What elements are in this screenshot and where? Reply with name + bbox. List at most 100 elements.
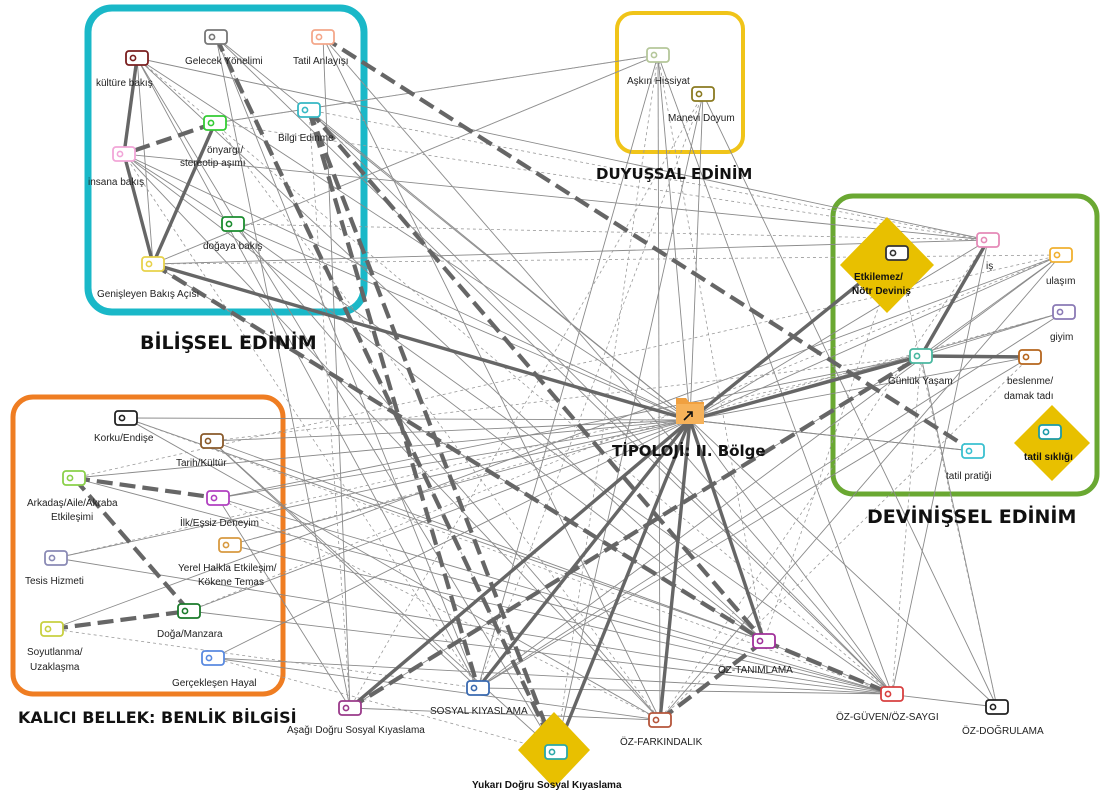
edge-thick-dashed: [214, 36, 558, 753]
edge-thick-dashed: [658, 639, 766, 722]
edge-thick: [689, 354, 922, 422]
edge-thin: [555, 93, 704, 753]
edge-thin: [322, 36, 661, 721]
edge-thin: [308, 109, 691, 421]
group-frame-duyussal: [615, 11, 745, 154]
code-tag-icon-korku: [114, 410, 138, 426]
edge-thick-dashed: [763, 639, 893, 696]
edge-thin: [477, 356, 1031, 689]
edge-thick: [122, 153, 155, 265]
edge-thick-dashed: [321, 35, 975, 453]
label-etkilemez-2: Nötr Deviniş: [852, 286, 911, 297]
edge-thick: [658, 419, 692, 721]
label-ilk-essiz: İlk/Eşsiz Deneyim: [180, 516, 259, 529]
group-title-bilissel: BİLİŞSEL EDİNİM: [140, 330, 317, 354]
code-icons-layer: [40, 29, 1076, 760]
label-dogaya-bakis: doğaya bakış: [203, 241, 263, 252]
edge-thin: [477, 687, 893, 695]
edge-thin-dashed: [136, 57, 893, 695]
edge-thin-dashed: [152, 54, 659, 265]
edge-thin-dashed: [659, 356, 1031, 721]
label-manevi-doyum: Manevi Doyum: [668, 113, 735, 124]
edge-thin: [136, 57, 989, 241]
edge-thin: [217, 497, 893, 695]
edge-thin: [308, 109, 893, 695]
label-oz-tanimlama: ÖZ-TANIMLAMA: [718, 664, 793, 676]
edge-thin-dashed: [55, 355, 922, 559]
edge-thin: [211, 440, 557, 753]
edge-thin: [136, 57, 479, 689]
edge-thick: [554, 419, 692, 753]
edge-thin-dashed: [477, 93, 704, 689]
edge-thick: [151, 122, 217, 265]
diamond-tatil-sikligi: [1014, 405, 1090, 481]
group-frame-devinissel: [830, 193, 1100, 497]
label-yerel-2: Kökene Temas: [198, 577, 264, 588]
edge-thin: [920, 311, 1065, 357]
code-tag-icon-genisleyen: [141, 256, 165, 272]
code-tag-icon-insana-bakis: [112, 146, 136, 162]
label-onyargi-1: önyargı/: [207, 145, 243, 156]
code-tag-icon-gelecek-yonelimi: [204, 29, 228, 45]
edge-thin-dashed: [659, 239, 989, 721]
edge-thick: [919, 239, 990, 357]
label-soyut-1: Soyutlanma/: [27, 647, 83, 658]
edge-thin: [229, 419, 691, 546]
edge-thick: [688, 419, 766, 642]
edge-thin-dashed: [123, 153, 479, 689]
label-sosyal-kiyaslama: SOSYAL KIYASLAMA: [430, 706, 528, 717]
edge-thin: [891, 239, 989, 695]
code-tag-icon-soyut: [40, 621, 64, 637]
code-tag-icon-is: [976, 232, 1000, 248]
label-tatil-anlayisi: Tatil Anlayışı: [293, 56, 349, 67]
edge-thick-dashed: [72, 476, 191, 613]
label-oz-guven: ÖZ-GÜVEN/ÖZ-SAYGI: [836, 711, 939, 723]
edge-thin: [217, 355, 922, 499]
edge-thin: [217, 497, 351, 709]
label-etkilemez-1: Etkilemez/: [854, 272, 903, 283]
folder-icon: [676, 398, 704, 424]
label-yerel-1: Yerel Halkla Etkileşim/: [178, 563, 277, 574]
edge-thin: [689, 419, 974, 452]
edge-thick-dashed: [348, 354, 923, 710]
code-tag-icon-tarih: [200, 433, 224, 449]
edge-thin: [689, 419, 893, 695]
edge-thin: [123, 153, 765, 642]
edge-thin: [212, 657, 661, 721]
label-kulture-bakis: kültüre bakış: [96, 78, 153, 89]
group-title-duyussal: DUYUŞSAL EDİNİM: [596, 164, 752, 183]
label-gunluk-yasam: Günlük Yaşam: [888, 376, 953, 387]
edge-thin: [211, 419, 691, 442]
edge-thin-dashed: [214, 122, 661, 721]
code-tag-icon-kulture-bakis: [125, 50, 149, 66]
center-label: TİPOLOJİ: II. Bölge: [612, 441, 766, 460]
label-arkadas-2: Etkileşimi: [51, 512, 93, 523]
label-insana-bakis: insana bakış: [88, 177, 144, 188]
edge-thin: [212, 657, 893, 695]
group-title-kalici: KALICI BELLEK: BENLİK BİLGİSİ: [18, 708, 297, 727]
label-beslenme-2: damak tadı: [1004, 391, 1053, 402]
edge-thin: [920, 254, 1062, 357]
edge-thin: [123, 153, 691, 421]
label-doga-manzara: Doğa/Manzara: [157, 629, 223, 640]
edge-thin-dashed: [188, 254, 1062, 612]
edge-thin: [689, 356, 1031, 421]
edge-thin: [125, 417, 765, 642]
label-bilgi-edinme: Bilgi Edinme: [278, 133, 334, 144]
edge-thin: [136, 57, 154, 265]
label-tarih: Tarih/Kültür: [176, 458, 227, 469]
code-tag-icon-tatil-anlayisi: [311, 29, 335, 45]
diamond-etkilemez: [840, 217, 934, 313]
edge-thin: [689, 239, 989, 421]
edge-thin: [689, 93, 704, 421]
edge-thick: [152, 262, 691, 422]
edge-thin-dashed: [657, 54, 765, 642]
edge-thick: [348, 418, 692, 710]
label-oz-farkindalik: ÖZ-FARKINDALIK: [620, 736, 703, 748]
edge-thin: [55, 419, 691, 559]
label-beslenme-1: beslenme/: [1007, 376, 1053, 387]
edge-thin: [215, 36, 479, 689]
code-tag-icon-onyargi: [203, 115, 227, 131]
label-onyargi-2: stereotip aşımı: [180, 158, 246, 169]
